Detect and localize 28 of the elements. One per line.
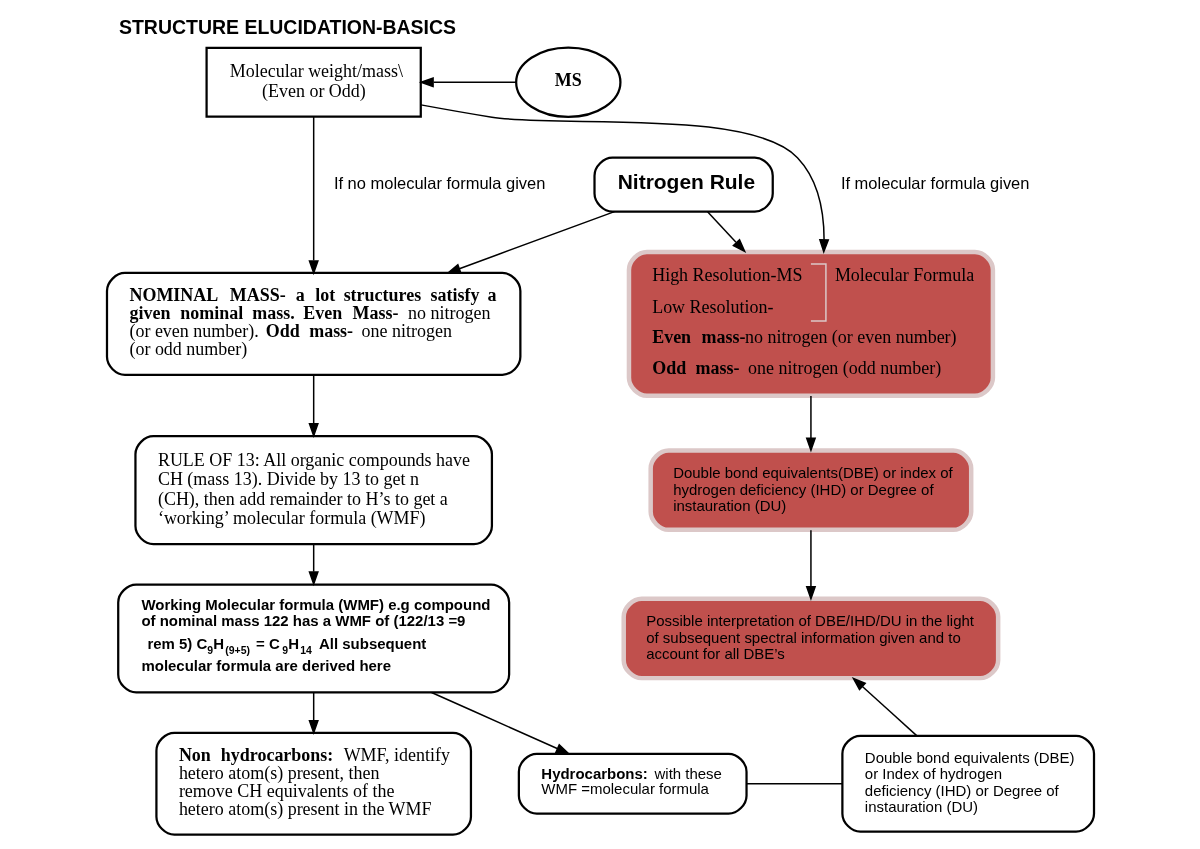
arrow — [851, 676, 917, 737]
arrow — [307, 374, 319, 438]
arrow — [419, 104, 829, 255]
node-ellipse: MS — [514, 46, 622, 119]
node-box: Nitrogen Rule — [592, 156, 774, 213]
arrow — [430, 691, 571, 755]
arrow — [706, 211, 746, 254]
node-box: RULE OF 13: All organic compounds have CH (mass 13). Divide by 13 to get n (CH), then add remainder to H’s to get a ‘working’ molecular formula (WMF) — [133, 435, 493, 546]
arrow — [805, 529, 816, 601]
node-box: Working Molecular formula (WMF) e.g compound of nominal mass 122 has a WMF of (122/13 =9 rem 5) C$_{9}$H$_{(9+5)}$ = C$_{9}$H$_{14}$ All subsequent molecular formula are derived here — [116, 583, 510, 694]
node-box: Molecular weight/mass\ (Even or Odd) — [204, 46, 422, 118]
node-box: Non hydrocarbons: WMF, identify hetero atom(s) present, then remove CH equivalents of the hetero atom(s) present in the WMF — [154, 731, 472, 836]
arrow — [307, 543, 319, 587]
edge-label: If no molecular formula given — [333, 173, 545, 192]
node-box: High Resolution-MS Molecular Formula Low Resolution- Even mass-no nitrogen (or even number) Odd mass- one nitrogen (odd number) — [626, 249, 995, 399]
diagram-title: STRUCTURE ELUCIDATION-BASICS — [118, 16, 456, 39]
node-box: Hydrocarbons: with these WMF =molecular formula — [517, 752, 748, 815]
node-box: Double bond equivalents (DBE) or Index of hydrogen deficiency (IHD) or Degree of instauration (DU) — [840, 734, 1095, 833]
node-box: Possible interpretation of DBE/IHD/DU in the light of subsequent spectral information given and to account for all DBE’s — [620, 596, 1000, 681]
node-box: NOMINAL MASS- a lot structures satisfy a given nominal mass. Even Mass- no nitrogen (or even number). Odd mass- one nitrogen (or odd number) — [105, 271, 521, 376]
node-box: Double bond equivalents(DBE) or index of hydrogen deficiency (IHD) or Degree of instauration (DU) — [647, 448, 973, 533]
arrow — [805, 395, 816, 453]
arrow — [418, 77, 517, 88]
edge-label: If molecular formula given — [840, 173, 1029, 192]
arrow — [307, 691, 319, 735]
connector — [745, 782, 843, 785]
arrow — [445, 210, 615, 274]
arrow — [307, 116, 319, 276]
